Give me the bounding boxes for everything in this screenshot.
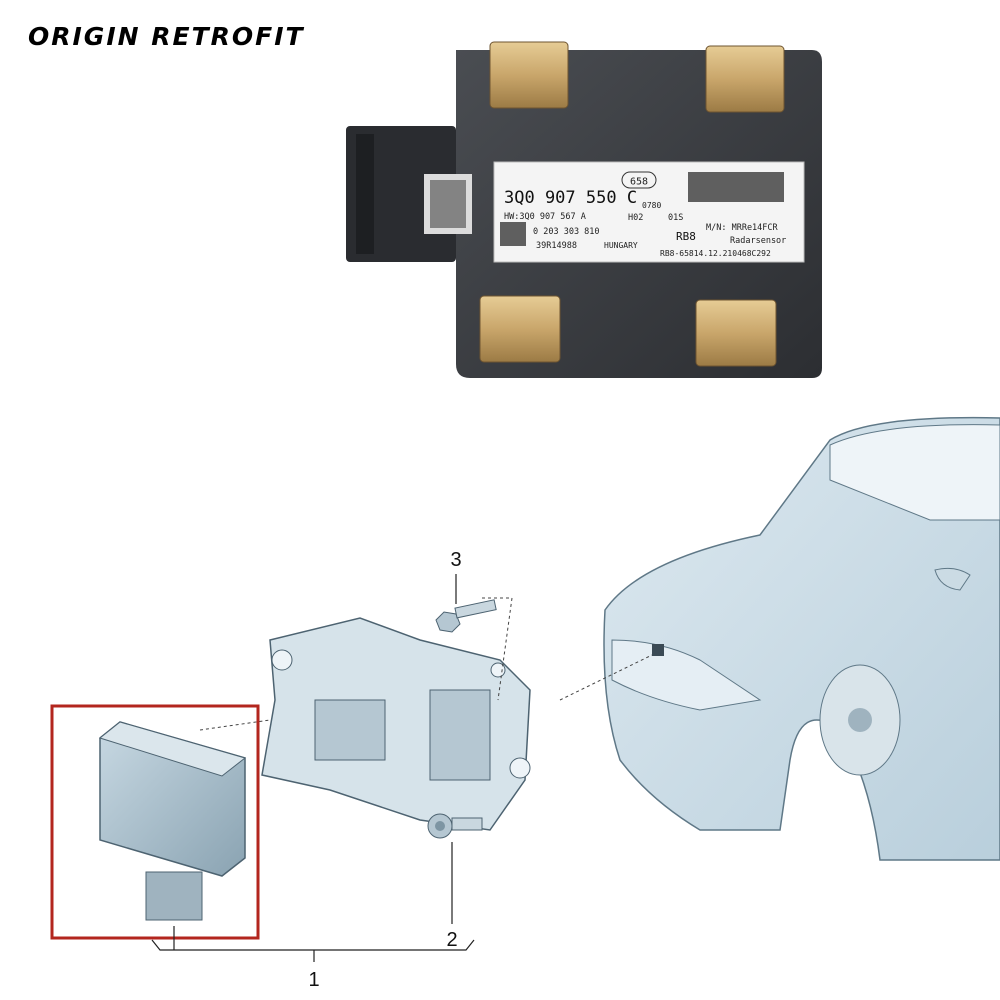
car-illustration [559,416,1000,861]
label-01s: 01S [668,213,683,223]
car-radar-emblem [652,644,664,656]
brand-logo-text: ORIGIN RETROFIT [28,22,305,51]
callout-2: 2 [446,929,457,951]
sensor-drawing-top [98,721,247,777]
brass-clip [695,299,777,367]
radar-sensor-photo: 658 3Q0 907 550 C 0780 HW:3Q0 907 567 A … [346,41,822,378]
mounting-bracket [261,617,531,831]
callout-1: 1 [308,969,319,991]
screw-part-3 [435,574,513,701]
label-hw: HW:3Q0 907 567 A [504,212,586,222]
badge-outline [621,171,657,189]
bracket-hole [509,757,531,779]
nut-part-2 [427,813,483,924]
bracket-hole [271,649,293,671]
car-windshield [829,424,1000,521]
highlight-box [50,704,260,940]
brass-clip [479,295,561,363]
callout-3: 3 [450,549,461,571]
label-radarsensor: Radarsensor [730,236,786,246]
label-datamatrix [500,222,526,246]
label-mn: M/N: MRRe14FCR [706,223,779,233]
label-rb8-code: RB8-65814.12.210468C292 [660,249,771,258]
radar-sensor-drawing [98,719,271,921]
brass-clip [489,41,569,109]
label-part-number: 3Q0 907 550 C [504,188,637,208]
connector-detail [356,134,374,254]
leader-line-car [559,654,653,701]
label-country: HUNGARY [604,241,638,250]
bracket-cutout [429,689,491,781]
label-bosch-number: 0 203 303 810 [533,227,600,237]
car-mirror [934,567,971,591]
car-grille [611,639,762,711]
label-rb8: RB8 [676,230,696,243]
datamatrix-pattern [430,180,466,228]
label-h02: H02 [628,213,643,223]
callout-1-bracket [151,926,475,962]
label-serial: 39R14988 [536,241,577,251]
bracket-hole [490,662,506,678]
sensor-drawing-connector [145,871,203,921]
car-wheel-hub [848,708,872,732]
bracket-cutout [314,699,386,761]
label-badge: 658 [630,177,648,188]
brass-clip [705,45,785,113]
label-code-0780: 0780 [642,201,661,210]
label-barcode [688,172,784,202]
